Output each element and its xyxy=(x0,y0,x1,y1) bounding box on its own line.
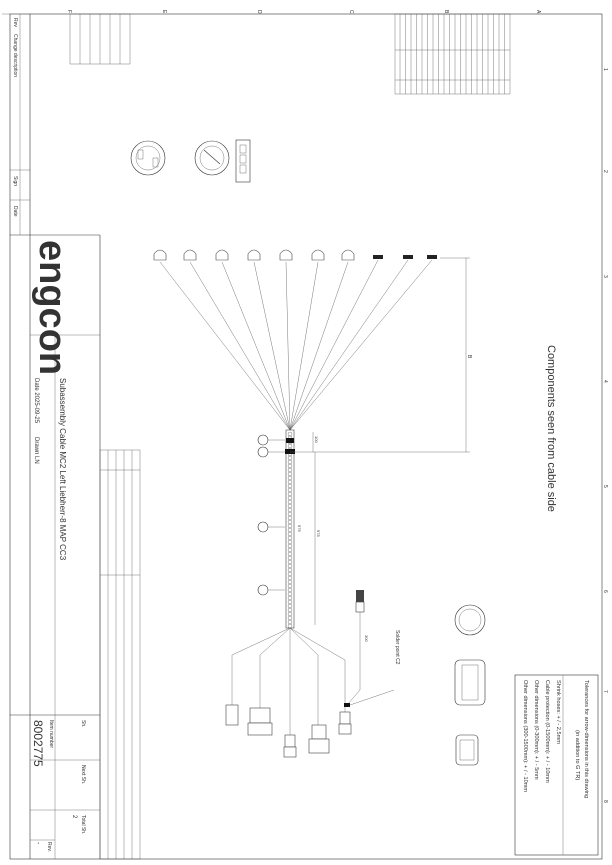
connector xyxy=(283,746,297,758)
wire xyxy=(189,261,291,431)
grid-number: 7 xyxy=(602,690,608,693)
solder-sleeve xyxy=(344,703,350,707)
wire xyxy=(253,261,291,431)
title-block: Rev Change description Sign Date engcon … xyxy=(10,14,101,859)
connector xyxy=(338,723,352,735)
revision-list-table xyxy=(69,13,131,65)
pin-assignment-table xyxy=(394,13,511,95)
bom-table xyxy=(99,449,141,860)
total-sheets: 2 xyxy=(71,815,77,819)
position-balloon xyxy=(257,446,269,458)
ring-terminal-connector xyxy=(311,249,325,261)
grid-number: 2 xyxy=(602,170,608,173)
wire xyxy=(221,261,291,431)
grid-letter: A xyxy=(535,10,541,14)
connector xyxy=(339,711,351,725)
tolerance-title: Tolerances for arrow-dimensions in this … xyxy=(583,680,589,798)
grid-number: 8 xyxy=(602,800,608,803)
dim-branch: 300 xyxy=(364,635,369,642)
drawn-by-text: Drawn LN xyxy=(33,437,39,464)
heat-shrink xyxy=(285,449,295,454)
wire xyxy=(289,261,349,431)
ring-terminal-connector xyxy=(247,249,261,261)
date-text: Date 2025-09-25 xyxy=(33,378,39,424)
heat-shrink xyxy=(286,438,294,443)
position-balloon xyxy=(257,584,269,596)
dim-sleeve-top: 100 xyxy=(314,436,319,443)
engcon-logo: engcon xyxy=(31,240,73,375)
date-header: Date xyxy=(12,206,18,217)
grid-letter: E xyxy=(161,10,167,14)
tolerance-line: Other dimensions (0-300mm): + / - 5mm xyxy=(533,680,539,780)
branch-wire xyxy=(289,627,319,725)
tolerance-subtitle: (in addition to G TR) xyxy=(574,730,580,780)
wire xyxy=(289,261,319,431)
branch-wire xyxy=(289,627,346,712)
cable-bundle-sleeve xyxy=(285,429,295,629)
branch-wire xyxy=(231,627,291,705)
branch-wire xyxy=(259,627,291,708)
wire xyxy=(289,259,379,431)
rev-label: Rev. xyxy=(46,842,52,852)
wire xyxy=(285,261,291,431)
tolerance-line: Shrink hoses: + / - 2,5mm xyxy=(555,680,561,744)
flat-connector xyxy=(403,255,413,259)
flat-connector xyxy=(373,255,383,259)
flat-connector xyxy=(427,255,437,259)
rev-value: - xyxy=(34,842,41,845)
harness xyxy=(153,249,437,758)
connector-views-bottom xyxy=(454,604,486,766)
grid-number: 5 xyxy=(602,485,608,488)
ring-terminal-connector xyxy=(279,249,293,261)
ring-terminal-connector xyxy=(215,249,229,261)
dim-sleeve-length: 975 xyxy=(316,530,321,537)
connector-views-top xyxy=(130,139,251,183)
dim-b-label: B xyxy=(466,355,472,359)
tolerance-box: Tolerances for arrow-dimensions in this … xyxy=(514,674,599,856)
tolerance-line: Other dimensions (300-1500mm): + / - 10m… xyxy=(522,680,528,792)
next-sheet-label: Next Sh. xyxy=(80,765,86,784)
item-number-label: Item number xyxy=(48,720,54,748)
ring-terminal-connector xyxy=(153,249,167,261)
ring-terminal-connector xyxy=(341,249,355,261)
dimension-b: B 100 975 975 300 xyxy=(290,257,472,642)
total-sheets-label: Total Sh. xyxy=(80,815,86,834)
grid-letter: C xyxy=(348,10,354,14)
connector xyxy=(225,704,239,726)
grid-number: 6 xyxy=(602,590,608,593)
grid-number: 4 xyxy=(602,380,608,383)
sheet-border xyxy=(9,13,603,860)
connector xyxy=(311,724,327,740)
item-number: 8002775 xyxy=(31,720,45,767)
m12-connector xyxy=(356,590,364,602)
components-seen-note: Components seen from cable side xyxy=(545,345,557,512)
grid-number: 1 xyxy=(602,68,608,71)
dim-bundle-length: 975 xyxy=(297,525,302,532)
m12-wire xyxy=(346,612,361,706)
drawing-description: Subassembly Cable MC2 Left Liebherr-8 MA… xyxy=(58,378,67,561)
connector xyxy=(249,707,271,724)
connector xyxy=(284,734,296,748)
sheet-label: Sh. xyxy=(80,720,86,728)
position-balloon xyxy=(257,434,269,446)
ring-terminal-connector xyxy=(183,249,197,261)
connector xyxy=(308,738,330,754)
wire xyxy=(289,259,409,431)
wire xyxy=(289,259,433,431)
grid-numbers: 1 2 3 4 5 6 7 8 xyxy=(602,68,608,803)
m12-connector-body xyxy=(355,601,365,613)
solder-point-note: Solder point C2 xyxy=(394,630,400,665)
sign-header: Sign xyxy=(12,176,18,186)
grid-number: 3 xyxy=(602,275,608,278)
grid-letter: F xyxy=(66,10,72,13)
grid-letter: D xyxy=(256,10,262,14)
change-header: Change description xyxy=(12,34,18,77)
rev-header: Rev xyxy=(12,18,18,27)
wire xyxy=(159,261,291,431)
connector xyxy=(247,722,273,736)
grid-letter: B xyxy=(443,10,449,14)
tolerance-line: Cable protection (0-1500mm): + / - 10mm xyxy=(544,680,550,783)
position-balloon xyxy=(257,521,269,533)
